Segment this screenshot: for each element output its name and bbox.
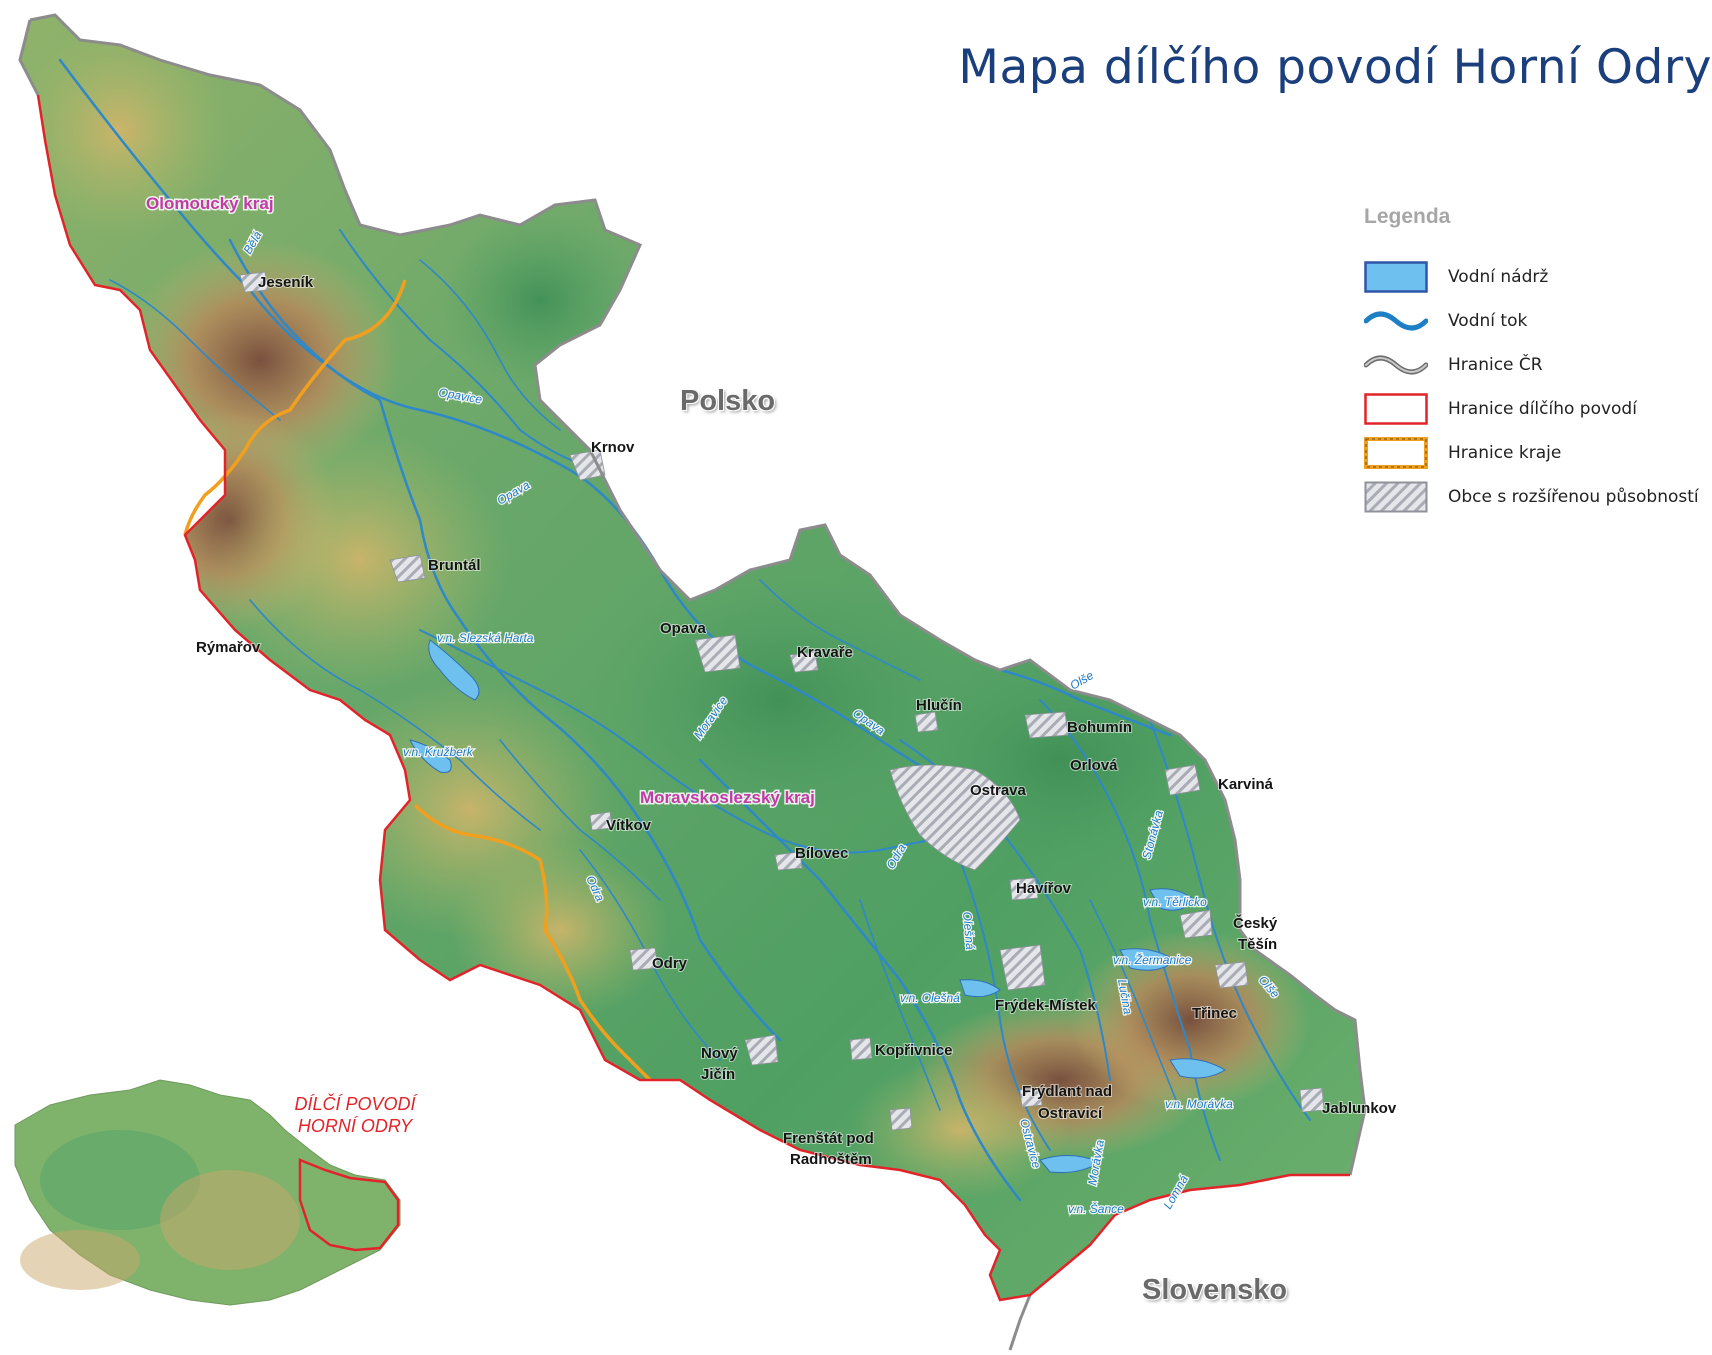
city-label-vitkov: Vítkov bbox=[606, 817, 652, 834]
river-label-terlicko: v.n. Těrlicko bbox=[1143, 895, 1207, 909]
city-label-havirov: Havířov bbox=[1016, 880, 1072, 897]
river-network bbox=[58, 58, 1311, 1202]
reservoirs bbox=[409, 639, 1226, 1173]
country-label-poland: Polsko bbox=[680, 385, 776, 417]
river-label-sance: v.n. Šance bbox=[1068, 1201, 1124, 1216]
city-label-opava: Opava bbox=[660, 620, 707, 637]
basin-border-symbol-icon bbox=[1364, 393, 1428, 425]
river-label-zermanice: v.n. Žermanice bbox=[1113, 952, 1192, 967]
municipality-symbol-icon bbox=[1364, 481, 1428, 513]
region-label-moravskoslezsky: Moravskoslezský kraj bbox=[640, 788, 815, 807]
legend-label-basin-border: Hranice dílčího povodí bbox=[1448, 399, 1637, 419]
city-label-jablunkov: Jablunkov bbox=[1322, 1100, 1397, 1117]
city-labels: Jeseník Krnov Bruntál Rýmařov Opava Krav… bbox=[195, 273, 1398, 1169]
river-label-moravka: v.n. Morávka bbox=[1165, 1097, 1233, 1111]
city-label-bruntal: Bruntál bbox=[428, 557, 481, 574]
city-label-hlucin: Hlučín bbox=[916, 697, 962, 714]
reservoir-symbol-icon bbox=[1364, 261, 1428, 293]
city-label-jesenik: Jeseník bbox=[258, 274, 314, 291]
river-label-olesna-river: Olešná bbox=[960, 911, 977, 950]
city-label-bohumin: Bohumín bbox=[1067, 719, 1132, 736]
legend-item-basin-border: Hranice dílčího povodí bbox=[1364, 387, 1710, 431]
legend-label-region-border: Hranice kraje bbox=[1448, 443, 1562, 463]
legend-item-municipality: Obce s rozšířenou působností bbox=[1364, 475, 1710, 519]
river-label-olesna-reservoir: v.n. Olešná bbox=[900, 991, 960, 1005]
city-label-cesky-tesin-2: Těšín bbox=[1238, 936, 1277, 953]
legend-item-reservoir: Vodní nádrž bbox=[1364, 255, 1710, 299]
city-label-orlova: Orlová bbox=[1070, 757, 1118, 774]
city-label-krnov: Krnov bbox=[591, 439, 635, 456]
city-label-frydlant-2: Ostravicí bbox=[1038, 1105, 1103, 1122]
legend-label-municipality: Obce s rozšířenou působností bbox=[1448, 487, 1699, 507]
legend-label-river: Vodní tok bbox=[1448, 311, 1528, 331]
city-label-ostrava: Ostrava bbox=[970, 782, 1027, 799]
city-label-novy-jicin-2: Jičín bbox=[701, 1066, 735, 1083]
legend-item-state-border: Hranice ČR bbox=[1364, 343, 1710, 387]
municipality-areas bbox=[239, 271, 1325, 1131]
river-symbol-icon bbox=[1364, 305, 1428, 337]
legend-label-state-border: Hranice ČR bbox=[1448, 355, 1543, 375]
region-label-olomoucky: Olomoucký kraj bbox=[146, 194, 274, 213]
legend-item-region-border: Hranice kraje bbox=[1364, 431, 1710, 475]
inset-label-line1: DÍLČÍ POVODÍ bbox=[294, 1094, 416, 1114]
city-label-kravare: Kravaře bbox=[797, 644, 853, 661]
city-label-koprivnice: Kopřivnice bbox=[875, 1042, 953, 1059]
legend-title: Legenda bbox=[1364, 205, 1451, 228]
river-label-olse: Olše bbox=[1068, 668, 1097, 693]
country-label-slovakia: Slovensko bbox=[1142, 1274, 1288, 1306]
city-label-rymarov: Rýmařov bbox=[196, 639, 261, 656]
region-border-symbol-icon bbox=[1364, 437, 1428, 469]
inset-label: DÍLČÍ POVODÍ HORNÍ ODRY bbox=[255, 1093, 455, 1137]
legend: Legenda Vodní nádrž Vodní tok Hranice ČR… bbox=[1364, 205, 1710, 519]
region-border bbox=[183, 279, 652, 1082]
city-label-trinec: Třinec bbox=[1192, 1005, 1237, 1022]
basin-border bbox=[36, 94, 1350, 1302]
legend-item-river: Vodní tok bbox=[1364, 299, 1710, 343]
state-border-symbol-icon bbox=[1364, 349, 1428, 381]
city-label-karvina: Karviná bbox=[1218, 776, 1274, 793]
city-label-novy-jicin-1: Nový bbox=[701, 1045, 738, 1062]
state-border bbox=[18, 13, 1367, 1351]
city-label-frydlant-1: Frýdlant nad bbox=[1022, 1083, 1112, 1100]
map-title: Mapa dílčího povodí Horní Odry bbox=[958, 40, 1712, 95]
river-label-kruzberk: v.n. Kružberk bbox=[403, 745, 474, 759]
city-label-frenstat-1: Frenštát pod bbox=[783, 1130, 874, 1147]
inset-map-czech-republic bbox=[14, 1079, 401, 1306]
legend-label-reservoir: Vodní nádrž bbox=[1448, 267, 1549, 287]
inset-label-line2: HORNÍ ODRY bbox=[297, 1116, 413, 1136]
city-label-frydek-mistek: Frýdek-Místek bbox=[995, 997, 1097, 1014]
city-label-odry: Odry bbox=[652, 955, 688, 972]
city-label-bilovec: Bílovec bbox=[795, 845, 848, 862]
city-label-cesky-tesin-1: Český bbox=[1233, 914, 1278, 932]
river-label-slezska-harta: v.n. Slezská Harta bbox=[437, 631, 534, 645]
city-label-frenstat-2: Radhoštěm bbox=[790, 1151, 872, 1168]
